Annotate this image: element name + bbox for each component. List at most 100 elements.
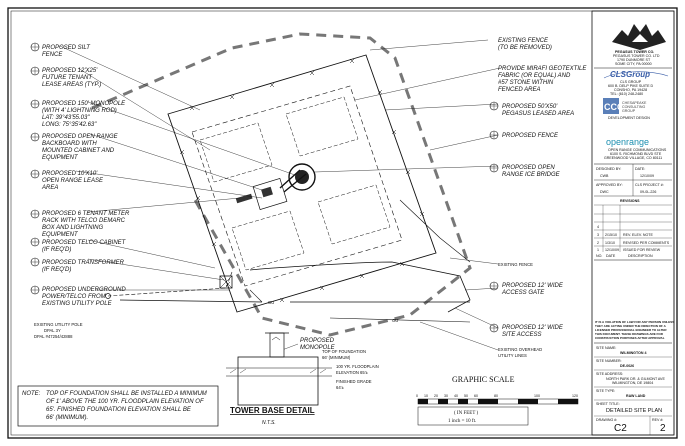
sheet-border bbox=[7, 7, 678, 439]
svg-text:CLSGroup: CLSGroup bbox=[610, 70, 650, 79]
leader-lines bbox=[59, 39, 501, 351]
svg-text:PEGASUS TOWER CO. LTD: PEGASUS TOWER CO. LTD bbox=[613, 54, 660, 58]
svg-text:DESIGNED BY:: DESIGNED BY: bbox=[596, 167, 621, 171]
site-plan: OU OU bbox=[91, 32, 472, 337]
svg-text:SITE NUMBER:: SITE NUMBER: bbox=[596, 359, 622, 363]
callout-telco-cabinet: PROPOSED TELCO CABINET(IF REQ'D) bbox=[42, 240, 127, 253]
existing-fence-line bbox=[399, 199, 471, 263]
svg-text:60: 60 bbox=[474, 394, 478, 398]
monopole-shaft bbox=[269, 332, 285, 358]
designer-info: DESIGNED BY: CWB DATE: 12/10/09 APPROVED… bbox=[594, 164, 672, 197]
svg-text:CONSULTING: CONSULTING bbox=[622, 105, 645, 109]
svg-text:50: 50 bbox=[464, 394, 468, 398]
svg-text:12/10/09: 12/10/09 bbox=[605, 248, 619, 252]
svg-text:openrange: openrange bbox=[606, 137, 649, 147]
svg-text:LICENSED PROFESSIONAL ENGINEER: LICENSED PROFESSIONAL ENGINEER TO ALTER bbox=[595, 328, 667, 332]
callout-pegasus-leased-area: PROPOSED 50'X50'PEGASUS LEASED AREA bbox=[502, 104, 574, 117]
graphic-scale: GRAPHIC SCALE 0 10 20 30 40 50 60 80 100… bbox=[416, 375, 579, 426]
svg-text:SOME CITY, PA 00000: SOME CITY, PA 00000 bbox=[615, 62, 652, 66]
cls-group-logo: CLSGroup CLS GROUP 600 B. DELP PIKE SUIT… bbox=[603, 70, 669, 96]
svg-text:REV #:: REV #: bbox=[652, 418, 663, 422]
svg-text:RAW LAND: RAW LAND bbox=[626, 394, 646, 398]
svg-text:1/3/10: 1/3/10 bbox=[605, 241, 615, 245]
svg-text:2: 2 bbox=[597, 241, 599, 245]
svg-text:CLS GROUP: CLS GROUP bbox=[620, 80, 642, 84]
overhead-utility-line bbox=[119, 299, 470, 303]
svg-text:SITE ADDRESS:: SITE ADDRESS: bbox=[596, 372, 623, 376]
svg-text:SITE NAME:: SITE NAME: bbox=[596, 346, 616, 350]
callout-monopole: PROPOSED 150' MONOPOLE(WITH 4' LIGHTNING… bbox=[42, 101, 126, 128]
svg-text:OPEN RANGE COMMUNICATIONS: OPEN RANGE COMMUNICATIONS bbox=[608, 148, 667, 152]
svg-text:REVISIONS: REVISIONS bbox=[620, 199, 640, 203]
scale-bar bbox=[417, 398, 579, 405]
callout-markers bbox=[30, 42, 499, 333]
svg-text:WILMINGTON, DE 19804: WILMINGTON, DE 19804 bbox=[612, 381, 653, 385]
ccg-logo: CCG CHESAPEAKE CONSULTING GROUP DEVELOPM… bbox=[603, 98, 650, 120]
svg-text:DWC: DWC bbox=[600, 190, 609, 194]
revisions-table: REVISIONS 4 3 2/15/10 REV. ELEV. NOTE 2 … bbox=[594, 199, 672, 258]
note-box: NOTE: TOP OF FOUNDATION SHALL BE INSTALL… bbox=[17, 385, 219, 427]
svg-text:GROUP: GROUP bbox=[622, 109, 636, 113]
svg-text:WILMINGTON 4: WILMINGTON 4 bbox=[620, 351, 647, 355]
svg-text:DEVELOPMENT DESIGN: DEVELOPMENT DESIGN bbox=[608, 116, 650, 120]
tenant-lease-area bbox=[285, 96, 359, 157]
tenant-lease-area bbox=[317, 184, 391, 245]
proposed-fence bbox=[167, 54, 437, 313]
right-callouts: EXISTING FENCE(TO BE REMOVED) PROVIDE MI… bbox=[498, 38, 587, 358]
svg-text:0: 0 bbox=[416, 394, 418, 398]
callout-transformer: PROPOSED TRANSFORMER(IF REQ'D) bbox=[42, 260, 125, 273]
ou-label-1: OU bbox=[268, 300, 274, 305]
svg-text:3: 3 bbox=[597, 233, 599, 237]
callout-existing-fence: EXISTING FENCE bbox=[498, 262, 533, 267]
svg-text:TEL: (610) 248-2480: TEL: (610) 248-2480 bbox=[610, 92, 643, 96]
svg-text:40: 40 bbox=[454, 394, 458, 398]
svg-text:12/10/09: 12/10/09 bbox=[640, 174, 654, 178]
graphic-scale-title: GRAPHIC SCALE bbox=[452, 375, 515, 384]
site-info: SITE NAME: WILMINGTON 4 SITE NUMBER: DE-… bbox=[594, 346, 672, 435]
tower-base-title: TOWER BASE DETAIL bbox=[230, 406, 315, 415]
svg-text:IT IS A VIOLATION OF LAW FOR A: IT IS A VIOLATION OF LAW FOR ANY PERSON … bbox=[595, 320, 674, 324]
svg-text:C2: C2 bbox=[614, 423, 627, 434]
note-text: TOP OF FOUNDATION SHALL BE INSTALLED A M… bbox=[46, 391, 207, 421]
svg-text:1790 DUNMORE ST: 1790 DUNMORE ST bbox=[617, 58, 651, 62]
svg-text:CLS PROJECT #:: CLS PROJECT #: bbox=[635, 183, 664, 187]
svg-text:APPROVED BY:: APPROVED BY: bbox=[596, 183, 623, 187]
svg-text:SHEET TITLE:: SHEET TITLE: bbox=[596, 402, 620, 406]
tenant-lease-area bbox=[231, 210, 305, 271]
utility-pole bbox=[105, 293, 111, 299]
svg-text:THIS DOCUMENT. THESE DRAWINGS: THIS DOCUMENT. THESE DRAWINGS ARE FOR bbox=[595, 332, 664, 336]
svg-text:THEY ARE ACTING UNDER THE DIRE: THEY ARE ACTING UNDER THE DIRECTION OF A bbox=[595, 324, 667, 328]
svg-text:CONSHO, PA 19428: CONSHO, PA 19428 bbox=[614, 88, 647, 92]
svg-text:DE-0026: DE-0026 bbox=[620, 364, 634, 368]
tenant-lease-area bbox=[199, 122, 273, 183]
transformer bbox=[219, 275, 233, 289]
svg-text:4: 4 bbox=[597, 225, 599, 229]
pegasus-leased-area bbox=[191, 85, 403, 287]
svg-text:PEGASUS TOWER CO.: PEGASUS TOWER CO. bbox=[615, 50, 654, 54]
svg-text:120: 120 bbox=[572, 394, 578, 398]
callout-existing-fence-removed: EXISTING FENCE(TO BE REMOVED) bbox=[498, 38, 552, 51]
svg-text:10: 10 bbox=[424, 394, 428, 398]
title-block: PEGASUS TOWER CO. PEGASUS TOWER CO. LTD … bbox=[591, 10, 675, 436]
svg-text:DATE:: DATE: bbox=[635, 167, 645, 171]
foundation-pier bbox=[237, 356, 319, 406]
monopole bbox=[288, 163, 316, 191]
svg-text:NO.: NO. bbox=[596, 254, 602, 258]
underground-utility bbox=[107, 271, 233, 297]
site-access-drive bbox=[249, 261, 471, 313]
